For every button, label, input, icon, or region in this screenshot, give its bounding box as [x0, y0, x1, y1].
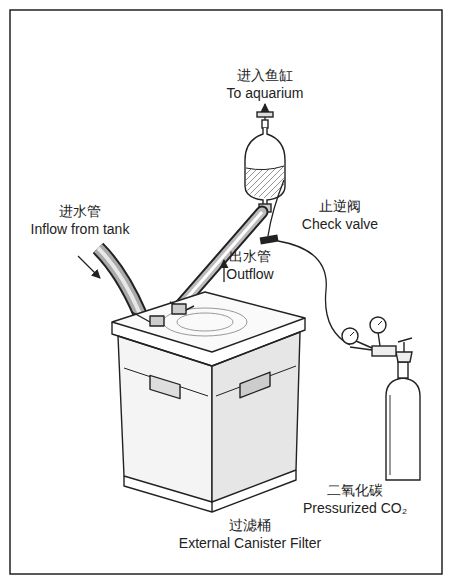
part-label: External Canister Filter — [179, 535, 321, 552]
flow-arrow — [78, 256, 100, 278]
canister-filter — [112, 292, 305, 512]
part-label: Check valve — [302, 216, 378, 233]
part-label: 二氧化碳 — [327, 482, 383, 499]
part-label: 过滤桶 — [229, 517, 271, 534]
part-label: Inflow from tank — [31, 221, 130, 238]
co2-tube — [278, 241, 350, 345]
part-label: 止逆阀 — [319, 198, 361, 215]
co2-cylinder — [342, 317, 420, 480]
frame — [10, 10, 442, 574]
co2-tube — [268, 180, 284, 236]
check-valve — [260, 234, 279, 244]
flow-arrow — [223, 260, 224, 282]
part-label: To aquarium — [226, 85, 303, 102]
inflow-hose — [98, 248, 140, 314]
part-label: 出水管 — [229, 248, 271, 265]
part-label: 进入鱼缸 — [237, 67, 293, 84]
part-label: Outflow — [226, 266, 273, 283]
part-label: Pressurized CO₂ — [303, 500, 407, 517]
co2-reactor — [245, 112, 285, 212]
part-label: 进水管 — [59, 203, 101, 220]
